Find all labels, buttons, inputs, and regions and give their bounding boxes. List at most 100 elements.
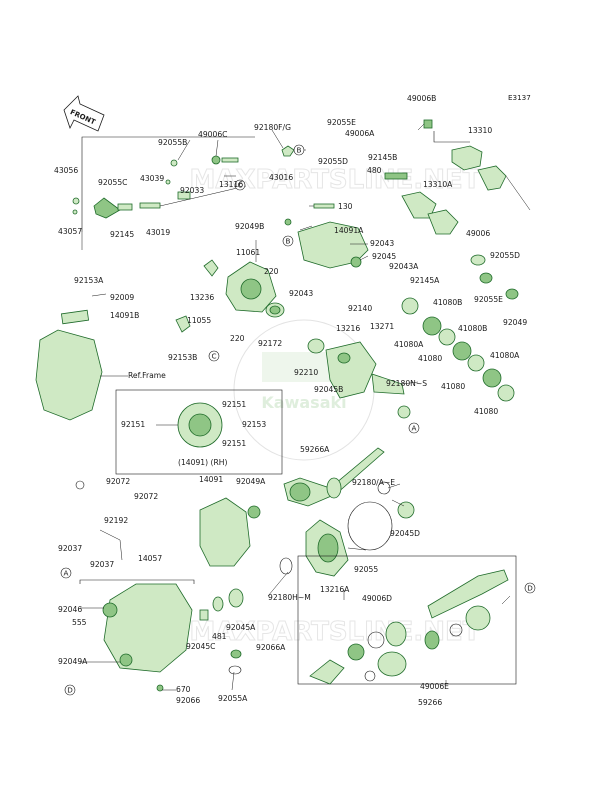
label-92043A: 92043A (389, 262, 419, 271)
bevel-gear-13216A (279, 519, 349, 577)
front-arrow: FRONT (63, 95, 105, 132)
label-11061: 11061 (236, 248, 260, 257)
label-13271: 13271 (370, 322, 394, 331)
label-43016: 43016 (269, 173, 293, 182)
axle-59266A (283, 447, 385, 507)
label-92145A: 92145A (410, 276, 440, 285)
label-92210: 92210 (294, 368, 318, 377)
oring-92055 (347, 501, 393, 551)
watermark-site-top: MAXPARTSLINE.NET (189, 165, 480, 195)
leader-lines (80, 123, 511, 691)
label-ref-frame: Ref.Frame (128, 371, 166, 380)
label-11055: 11055 (187, 316, 211, 325)
label-92055D-2: 92055D (490, 251, 520, 260)
label-92049: 92049 (503, 318, 527, 327)
label-92049A: 92049A (236, 477, 266, 486)
label-92043-2: 92043 (289, 289, 313, 298)
label-13216: 13216 (336, 324, 360, 333)
label-92180NS: 92180N~S (386, 379, 427, 388)
gear-13216 (307, 338, 411, 419)
label-92145B: 92145B (368, 153, 397, 162)
label-41080B-2: 41080B (458, 324, 487, 333)
label-92180AE: 92180/A~E (352, 478, 395, 487)
label-92140: 92140 (348, 304, 372, 313)
ref-c-2: C (208, 350, 220, 362)
label-92153: 92153 (242, 420, 266, 429)
label-41080B-1: 41080B (433, 298, 462, 307)
axle-59266 (309, 569, 509, 685)
detail-box (115, 389, 283, 475)
label-92151-bottom: 92151 (222, 439, 246, 448)
diff-housing-14057 (102, 583, 244, 692)
svg-text:A: A (412, 424, 417, 433)
top-right-yoke (384, 119, 531, 300)
hub-92151 (177, 402, 223, 448)
label-41080A-1: 41080A (394, 340, 424, 349)
upper-shaft-parts (72, 155, 239, 219)
label-14091: 14091 (199, 475, 223, 484)
label-92072-2: 92072 (134, 492, 158, 501)
ref-b-1: B (293, 144, 305, 156)
watermark: Kawasaki MAXPARTSLINE.NET MAXPARTSLINE.N… (189, 165, 481, 648)
label-92045A: 92045A (226, 623, 256, 632)
label-49006D: 49006D (362, 594, 392, 603)
label-92045D: 92045D (390, 529, 420, 538)
clutch-discs (401, 297, 515, 402)
label-92192: 92192 (104, 516, 128, 525)
svg-text:D: D (527, 584, 533, 593)
svg-text:A: A (64, 569, 69, 578)
label-13310: 13310 (468, 126, 492, 135)
ref-c-1: C (234, 179, 246, 191)
label-59266: 59266 (418, 698, 442, 707)
label-49006E: 49006E (420, 682, 449, 691)
watermark-brand: Kawasaki (261, 393, 346, 412)
gear-case-14091A (284, 203, 369, 269)
label-92049B: 92049B (235, 222, 264, 231)
ref-d-2: D (64, 684, 76, 696)
label-130: 130 (338, 202, 353, 211)
label-14057: 14057 (138, 554, 162, 563)
label-59266A: 59266A (300, 445, 330, 454)
label-92055C: 92055C (98, 178, 127, 187)
label-92180HM: 92180H~M (268, 593, 311, 602)
label-92055B: 92055B (158, 138, 187, 147)
label-92145: 92145 (110, 230, 134, 239)
label-92037-1: 92037 (58, 544, 82, 553)
svg-text:D: D (67, 686, 73, 695)
label-220-1: 220 (264, 267, 279, 276)
label-43019: 43019 (146, 228, 170, 237)
label-41080A-2: 41080A (490, 351, 520, 360)
ref-a-2: A (60, 567, 72, 579)
label-480: 480 (367, 166, 382, 175)
frame-reference (35, 309, 191, 421)
label-49006: 49006 (466, 229, 490, 238)
label-92055A: 92055A (218, 694, 248, 703)
label-13236: 13236 (190, 293, 214, 302)
part-labels: 49006B 13310 92180F/G 92055E 92055B 4900… (54, 94, 527, 707)
ref-a-1: A (408, 422, 420, 434)
label-92066A: 92066A (256, 643, 286, 652)
label-14091A: 14091A (334, 226, 364, 235)
label-92151-left: 92151 (121, 420, 145, 429)
label-41080-2: 41080 (441, 382, 465, 391)
label-92172: 92172 (258, 339, 282, 348)
label-555: 555 (72, 618, 87, 627)
label-92072-1: 92072 (106, 477, 130, 486)
ref-d-1: D (524, 582, 536, 594)
label-92045C: 92045C (186, 642, 215, 651)
label-670: 670 (176, 685, 191, 694)
label-41080-1: 41080 (418, 354, 442, 363)
label-92043-1: 92043 (370, 239, 394, 248)
label-49006B: 49006B (407, 94, 436, 103)
cover-11061 (203, 240, 285, 318)
label-14091-rh: (14091) (RH) (178, 458, 227, 467)
label-92066: 92066 (176, 696, 200, 705)
label-49006C: 49006C (198, 130, 227, 139)
label-92045B: 92045B (314, 385, 343, 394)
label-13216A: 13216A (320, 585, 350, 594)
label-92045: 92045 (372, 252, 396, 261)
label-43056: 43056 (54, 166, 78, 175)
label-13116: 13116 (219, 180, 243, 189)
